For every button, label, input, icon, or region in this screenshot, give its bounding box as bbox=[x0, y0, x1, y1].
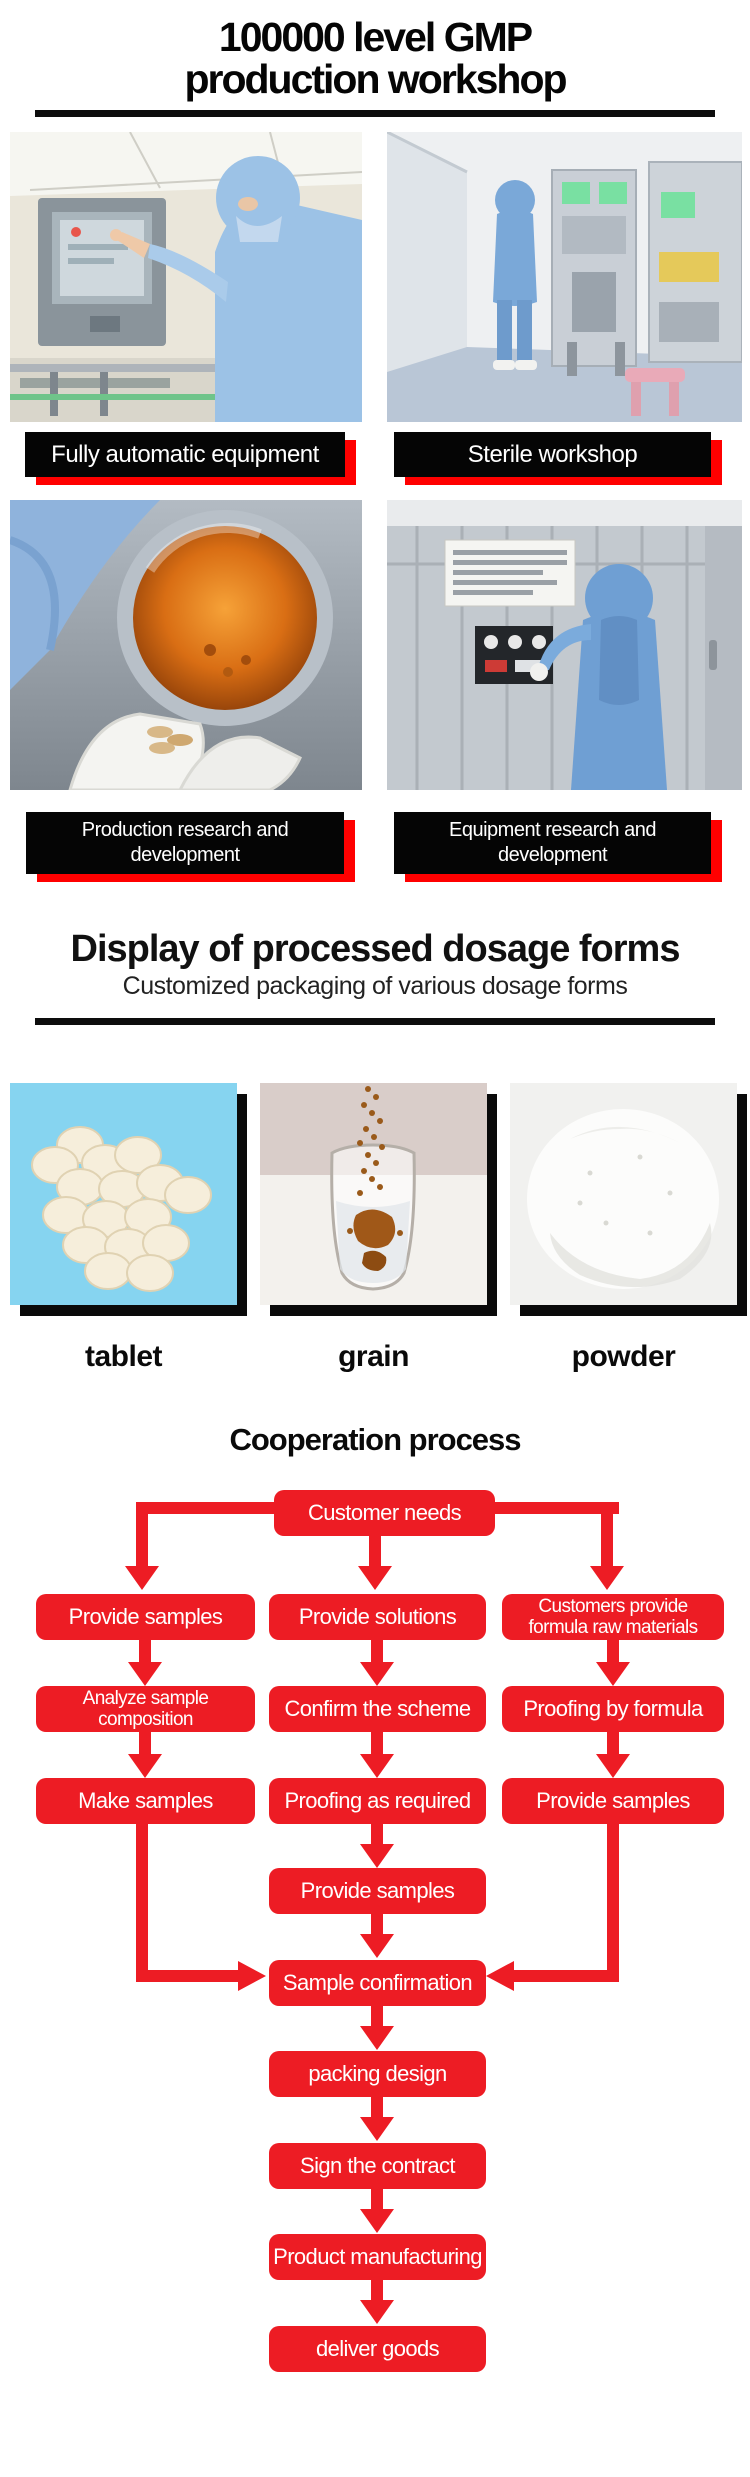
photo-sterile-workshop bbox=[387, 132, 742, 422]
flow-step-provide-samples-mid: Provide samples bbox=[269, 1868, 486, 1914]
photo-label-fully-automatic-equipment: Fully automatic equipment bbox=[25, 432, 345, 477]
flow-step-label: Proofing as required bbox=[284, 1788, 471, 1813]
photo-production-research bbox=[10, 500, 362, 790]
powder-image bbox=[510, 1083, 737, 1305]
flow-step-product-manufacturing: Product manufacturing bbox=[269, 2234, 486, 2280]
flow-line bbox=[607, 1640, 619, 1664]
flow-line bbox=[371, 1732, 383, 1756]
flow-step-proofing-as-required: Proofing as required bbox=[269, 1778, 486, 1824]
flow-connector-left-arm bbox=[136, 1502, 286, 1514]
arrow-down-icon bbox=[360, 2026, 394, 2050]
flow-line bbox=[371, 1824, 383, 1846]
powder-label: powder bbox=[571, 1340, 676, 1373]
flow-step-provide-samples-right: Provide samples bbox=[502, 1778, 724, 1824]
flow-step-label: Sign the contract bbox=[300, 2153, 456, 2178]
flow-step-label: Proofing by formula bbox=[523, 1696, 703, 1721]
arrow-down-icon bbox=[360, 1844, 394, 1868]
dosage-divider bbox=[35, 1018, 715, 1025]
dosage-subtitle: Customized packaging of various dosage f… bbox=[122, 972, 628, 1000]
photo-label-equipment-research: Equipment research and development bbox=[394, 812, 711, 874]
arrow-down-icon bbox=[596, 1662, 630, 1686]
flow-line bbox=[371, 2189, 383, 2211]
arrow-down-icon bbox=[128, 1754, 162, 1778]
tablet-label: tablet bbox=[84, 1340, 163, 1373]
flow-step-proofing-by-formula: Proofing by formula bbox=[502, 1686, 724, 1732]
photo-label-text: Equipment research and development bbox=[449, 819, 656, 866]
arrow-down-icon bbox=[360, 2209, 394, 2233]
arrow-right-icon bbox=[238, 1961, 266, 1991]
flow-line bbox=[371, 1914, 383, 1936]
arrow-down-icon bbox=[125, 1566, 159, 1590]
grain-image bbox=[260, 1083, 487, 1305]
flow-step-label: deliver goods bbox=[315, 2336, 440, 2361]
arrow-down-icon bbox=[128, 1662, 162, 1686]
photo-fully-automatic-equipment bbox=[10, 132, 362, 422]
flow-step-label: Customers provide formula raw materials bbox=[528, 1596, 698, 1638]
flow-step-label: packing design bbox=[308, 2061, 447, 2086]
flow-connector-right-arm bbox=[483, 1502, 619, 1514]
flow-step-label: Sample confirmation bbox=[282, 1970, 473, 1995]
arrow-down-icon bbox=[596, 1754, 630, 1778]
flow-step-label: Provide samples bbox=[300, 1878, 455, 1903]
title-divider bbox=[35, 110, 715, 117]
flow-line bbox=[139, 1640, 151, 1664]
arrow-down-icon bbox=[360, 2117, 394, 2141]
flow-line-left-drop bbox=[136, 1824, 148, 1982]
arrow-down-icon bbox=[360, 2300, 394, 2324]
flow-step-label: Product manufacturing bbox=[273, 2244, 482, 2269]
flow-line bbox=[371, 2006, 383, 2028]
flow-connector-mid-drop bbox=[369, 1536, 381, 1568]
flow-step-sample-confirmation: Sample confirmation bbox=[269, 1960, 486, 2006]
flow-step-deliver-goods: deliver goods bbox=[269, 2326, 486, 2372]
flow-step-label: Provide samples bbox=[536, 1788, 690, 1813]
flow-line bbox=[371, 1640, 383, 1664]
flow-step-packing-design: packing design bbox=[269, 2051, 486, 2097]
flow-step-make-samples: Make samples bbox=[36, 1778, 255, 1824]
flow-step-label: Confirm the scheme bbox=[284, 1696, 471, 1721]
photo-label-sterile-workshop: Sterile workshop bbox=[394, 432, 711, 477]
flow-line bbox=[513, 1970, 613, 1982]
arrow-down-icon bbox=[358, 1566, 392, 1590]
flow-step-label: Analyze sample composition bbox=[82, 1688, 209, 1730]
flow-step-customer-needs: Customer needs bbox=[274, 1490, 495, 1536]
flow-line-right-drop bbox=[607, 1824, 619, 1982]
arrow-down-icon bbox=[360, 1934, 394, 1958]
arrow-down-icon bbox=[360, 1754, 394, 1778]
flow-step-label: Make samples bbox=[78, 1788, 213, 1813]
arrow-left-icon bbox=[486, 1961, 514, 1991]
flow-step-provide-samples-left: Provide samples bbox=[36, 1594, 255, 1640]
flow-step-customers-provide-formula: Customers provide formula raw materials bbox=[502, 1594, 724, 1640]
flow-line bbox=[371, 2097, 383, 2119]
flow-step-label: Customer needs bbox=[307, 1500, 462, 1525]
flow-line bbox=[607, 1732, 619, 1756]
photo-label-text: Fully automatic equipment bbox=[51, 440, 319, 468]
flow-step-analyze-sample-composition: Analyze sample composition bbox=[36, 1686, 255, 1732]
flow-step-sign-the-contract: Sign the contract bbox=[269, 2143, 486, 2189]
flow-step-label: Provide solutions bbox=[298, 1604, 457, 1629]
workshop-title-line2: production workshop bbox=[184, 56, 567, 102]
photo-label-production-research: Production research and development bbox=[26, 812, 344, 874]
flow-line bbox=[139, 1732, 151, 1756]
cooperation-title: Cooperation process bbox=[229, 1422, 521, 1457]
flow-line bbox=[142, 1970, 240, 1982]
flow-step-confirm-the-scheme: Confirm the scheme bbox=[269, 1686, 486, 1732]
flow-line bbox=[371, 2280, 383, 2302]
photo-label-text: Sterile workshop bbox=[467, 440, 638, 468]
arrow-down-icon bbox=[590, 1566, 624, 1590]
dosage-title: Display of processed dosage forms bbox=[70, 928, 681, 970]
grain-label: grain bbox=[338, 1340, 409, 1373]
flow-step-provide-solutions: Provide solutions bbox=[269, 1594, 486, 1640]
flow-step-label: Provide samples bbox=[68, 1604, 223, 1629]
workshop-title-line1: 100000 level GMP bbox=[218, 14, 533, 60]
flow-connector-left-drop bbox=[136, 1502, 148, 1566]
photo-label-text: Production research and development bbox=[81, 819, 289, 866]
tablet-image bbox=[10, 1083, 237, 1305]
photo-equipment-research bbox=[387, 500, 742, 790]
arrow-down-icon bbox=[360, 1662, 394, 1686]
flow-connector-right-drop bbox=[601, 1502, 613, 1566]
